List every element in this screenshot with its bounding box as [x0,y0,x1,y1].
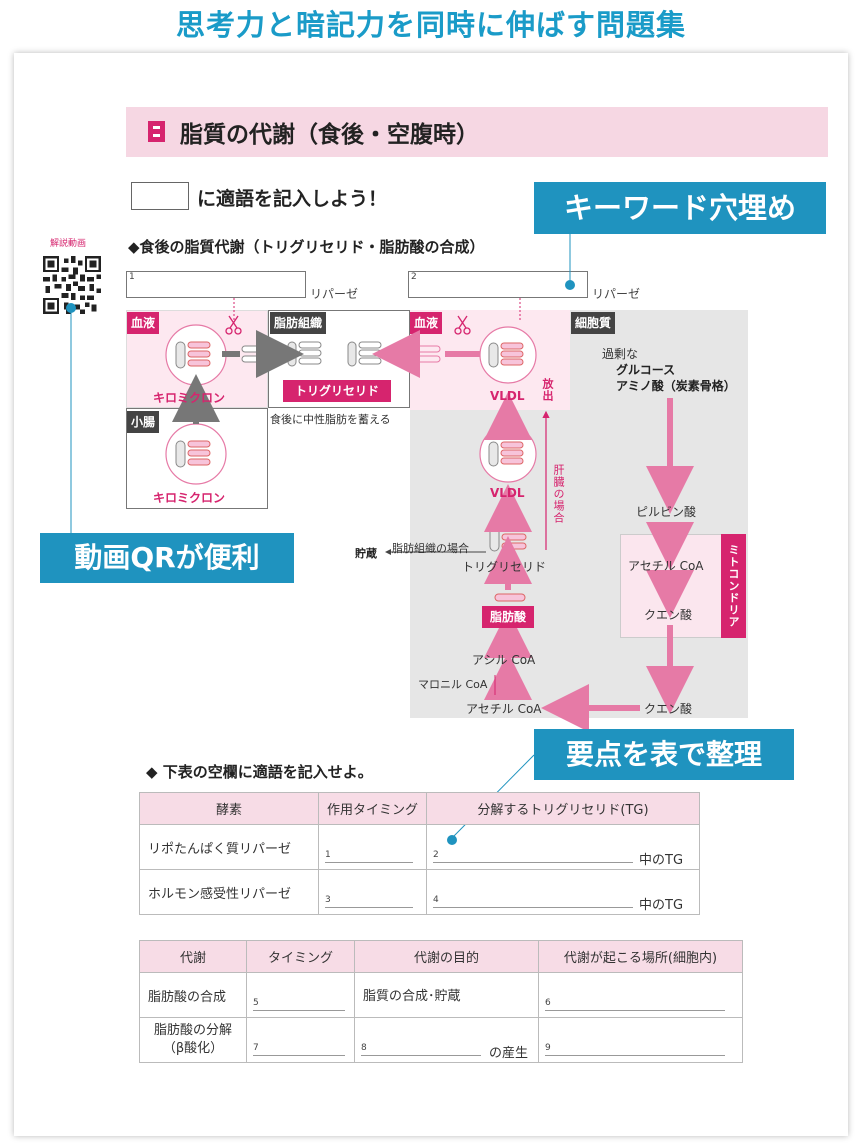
chylomicron-particle-intestine [165,423,227,485]
label-acetylcoa: アセチル CoA [466,702,542,716]
label-malonylcoa: マロニル CoA [418,678,488,691]
blank-t1-4[interactable]: 4 [433,894,633,908]
label-triglyceride: トリグリセリド [462,560,547,574]
blank-t2-9[interactable]: 9 [545,1042,725,1056]
label-storage: 貯蔵 [355,547,377,560]
label-vldl-blood: VLDL [490,389,525,403]
label-excess: 過剰な [602,347,639,361]
vldl-particle-liver [479,425,537,483]
tag-blood-left: 血液 [127,312,160,334]
table1-suffix-2: 中のTG [639,898,684,913]
label-glucose: グルコース [616,363,676,377]
table-row: ホルモン感受性リパーゼ 3 4 中のTG [139,869,700,915]
adipose-tg-left [287,341,322,367]
tag-cytoplasm: 細胞質 [571,312,616,334]
blank-t1-3[interactable]: 3 [325,894,413,908]
table-row: 脂肪酸の分解 （β酸化） 7 8 の産生 9 [139,1017,743,1063]
diagram-subtitle: ◆食後の脂質代謝（トリグリセリド・脂肪酸の合成） [128,238,485,256]
label-amino-acid: アミノ酸（炭素骨格） [616,379,736,393]
label-chylomicron-intestine: キロミクロン [153,491,226,505]
table2-name-2-sub: （β酸化） [162,1041,224,1056]
label-pyruvate: ピルビン酸 [636,505,697,519]
vldl-particle-blood [479,326,537,384]
table1-header-timing: 作用タイミング [318,792,427,825]
table2-header-timing: タイミング [246,940,355,973]
qr-code-icon[interactable] [42,256,102,314]
table1-header-tg: 分解するトリグリセリド(TG) [426,792,700,825]
enzyme-table: 酵素 作用タイミング 分解するトリグリセリド(TG) リポたんぱく質リパーゼ 1… [139,792,700,915]
table1-enzyme-1: リポたんぱく質リパーゼ [139,824,319,870]
label-adipose-case: 脂肪組織の場合 [392,542,469,555]
callout-table: 要点を表で整理 [534,729,794,780]
tag-blood-right: 血液 [410,312,443,334]
tag-adipose: 脂肪組織 [270,312,327,334]
tag-intestine: 小腸 [127,411,160,433]
adipose-tg-right [347,341,382,367]
callout-qr: 動画QRが便利 [40,533,294,583]
blank-t2-7[interactable]: 7 [253,1042,345,1056]
page-header-title: 思考力と暗記力を同時に伸ばす問題集 [175,8,686,42]
table2-header-metabolism: 代謝 [139,940,247,973]
table1-header-enzyme: 酵素 [139,792,319,825]
label-citrate: クエン酸 [644,702,693,716]
blank-t1-2[interactable]: 2 [433,849,633,863]
qr-caption: 解説動画 [50,239,87,249]
blank-1-suffix: リパーゼ [310,287,359,301]
table2-name-1: 脂肪酸の合成 [139,972,247,1018]
table1-suffix-1: 中のTG [639,853,684,868]
metabolism-table: 代謝 タイミング 代謝の目的 代謝が起こる場所(細胞内) 脂肪酸の合成 5 脂質… [139,940,743,1063]
table2-header-purpose: 代謝の目的 [354,940,539,973]
callout-keyword: キーワード穴埋め [534,182,826,234]
section-title-bar [126,107,828,157]
label-triglyceride-box: トリグリセリド [283,380,391,402]
blank-t2-8[interactable]: 8 [361,1042,481,1056]
blank-1-number: 1 [129,272,135,282]
table-row: 脂肪酸の合成 5 脂質の合成･貯蔵 6 [139,972,743,1018]
blank-t1-1[interactable]: 1 [325,849,413,863]
table2-name-2: 脂肪酸の分解 [153,1023,232,1038]
table1-subtitle: ◆ 下表の空欄に適語を記入せよ。 [146,763,373,781]
table2-purpose-suffix: の産生 [489,1046,529,1061]
tag-mitochondria: ミトコンドリア [721,534,746,638]
label-acylcoa: アシル CoA [472,653,536,667]
chylomicron-particle-blood [165,324,227,386]
table2-purpose-1: 脂質の合成･貯蔵 [354,972,539,1018]
blank-2-number: 2 [411,272,417,282]
instruction-text: に適語を記入しよう！ [197,188,388,210]
scissors-icon-right [454,315,471,335]
label-vldl-liver: VLDL [490,486,525,500]
label-chylomicron-blood: キロミクロン [153,391,226,405]
table-row: リポたんぱく質リパーゼ 1 2 中のTG [139,824,700,870]
blank-t2-5[interactable]: 5 [253,997,345,1011]
blank-2-box[interactable] [408,271,588,298]
blank-2-suffix: リパーゼ [592,287,641,301]
label-acetylcoa-mito: アセチル CoA [628,559,704,573]
table1-enzyme-2: ホルモン感受性リパーゼ [139,869,319,915]
label-store-note: 食後に中性脂肪を蓄える [270,413,391,426]
instruction-blank-box [131,182,189,210]
blank-1-box[interactable] [126,271,306,298]
label-liver-case: 肝臓の場合 [552,464,565,524]
table2-header-location: 代謝が起こる場所(細胞内) [538,940,743,973]
label-citrate-mito: クエン酸 [644,608,693,622]
label-release: 放出 [541,378,554,402]
label-fatty-acid-box: 脂肪酸 [482,606,534,628]
scissors-icon-left [225,315,242,335]
section-mark-icon [148,121,165,142]
section-title: 脂質の代謝（食後・空腹時） [180,122,479,148]
blank-t2-6[interactable]: 6 [545,997,725,1011]
